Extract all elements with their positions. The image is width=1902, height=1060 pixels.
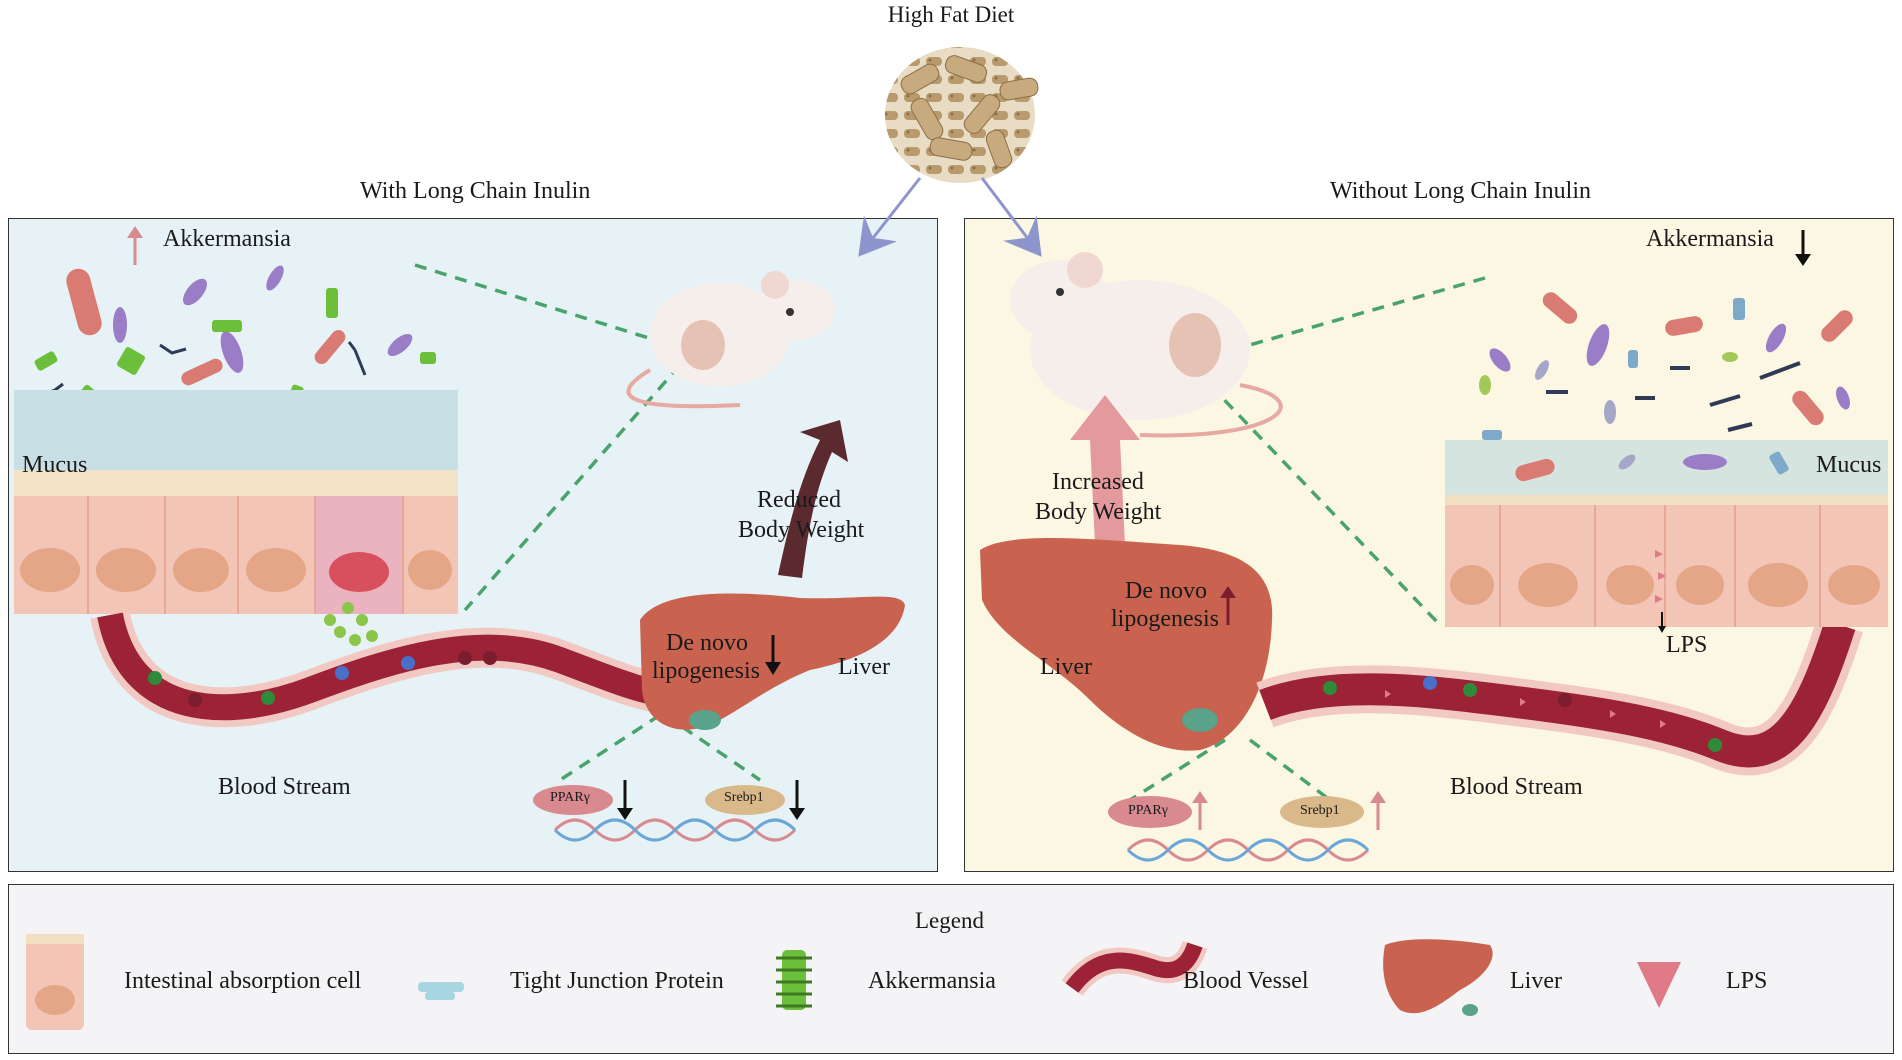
- left-mucus-label: Mucus: [22, 452, 88, 478]
- legend-item-intestinal-cell: Intestinal absorption cell: [124, 968, 362, 994]
- right-akkermansia-label: Akkermansia: [1646, 226, 1774, 252]
- lps-label: LPS: [1666, 632, 1708, 658]
- left-blood-stream-label: Blood Stream: [218, 774, 351, 800]
- right-change-arrows: [1192, 230, 1811, 830]
- right-liver-image: [980, 538, 1273, 751]
- akkermansia-icon: [776, 950, 812, 1010]
- left-blood-vessel: [97, 612, 704, 721]
- left-intestinal-cells: [14, 496, 458, 614]
- food-pellets-image: [885, 47, 1039, 183]
- right-intestinal-cells: [1445, 505, 1888, 627]
- increased-weight-label-line1: Increased: [1052, 469, 1144, 495]
- right-mucus-label: Mucus: [1816, 452, 1882, 478]
- legend-item-akkermansia: Akkermansia: [868, 968, 996, 994]
- right-liver-label: Liver: [1040, 654, 1092, 680]
- left-gene-markers: [533, 785, 797, 842]
- right-lipogenesis-line2: lipogenesis: [1111, 606, 1219, 632]
- legend-title: Legend: [915, 908, 984, 933]
- liver-icon: [1383, 939, 1493, 1016]
- right-bacteria: [1479, 292, 1853, 482]
- increased-weight-label-line2: Body Weight: [1035, 499, 1162, 525]
- food-arrow-left: [858, 177, 922, 257]
- left-lipogenesis-line1: De novo: [666, 630, 748, 656]
- reduced-weight-label-line2: Body Weight: [738, 517, 865, 543]
- left-mouse-image: [626, 271, 835, 409]
- tight-junction-icon: [418, 982, 464, 1000]
- right-panel-heading: Without Long Chain Inulin: [1330, 178, 1592, 204]
- blood-vessel-icon: [1061, 940, 1208, 997]
- right-gene-markers: [1108, 796, 1370, 862]
- right-mouse-image: [1010, 252, 1283, 438]
- left-liver-label: Liver: [838, 654, 890, 680]
- legend-item-blood-vessel: Blood Vessel: [1183, 968, 1309, 994]
- lps-icon: [1637, 962, 1681, 1008]
- increased-weight-arrow: [1070, 395, 1140, 545]
- right-ppar-label: PPARγ: [1128, 803, 1168, 818]
- intestinal-cell-icon: [26, 934, 84, 1030]
- reduced-weight-label-line1: Reduced: [757, 487, 841, 513]
- right-srebp-label: Srebp1: [1300, 803, 1340, 818]
- left-ppar-label: PPARγ: [550, 790, 590, 805]
- reduced-weight-arrow: [778, 420, 848, 578]
- legend-item-tight-junction: Tight Junction Protein: [510, 968, 724, 994]
- left-panel-heading: With Long Chain Inulin: [360, 178, 591, 204]
- right-blood-stream-label: Blood Stream: [1450, 774, 1583, 800]
- diagram-title: High Fat Diet: [887, 2, 1015, 27]
- left-srebp-label: Srebp1: [724, 790, 764, 805]
- food-arrow-right: [980, 177, 1042, 257]
- legend-box: [8, 884, 1894, 1054]
- right-lipogenesis-line1: De novo: [1125, 578, 1207, 604]
- left-akkermansia-label: Akkermansia: [163, 226, 291, 252]
- left-lipogenesis-line2: lipogenesis: [652, 658, 760, 684]
- left-change-arrows: [127, 226, 805, 820]
- legend-item-lps: LPS: [1726, 968, 1768, 994]
- legend-item-liver: Liver: [1510, 968, 1562, 994]
